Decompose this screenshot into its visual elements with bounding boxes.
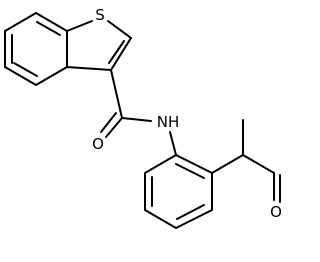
bond (242, 154, 275, 174)
bond (4, 66, 37, 86)
sulfur-atom-label: S (95, 6, 105, 24)
double-bond-second-line (100, 112, 117, 133)
bond (175, 154, 213, 174)
carboxamide-group (100, 69, 152, 138)
chemical-structure-drawing: S O NH O (4, 6, 282, 229)
bond (121, 117, 152, 122)
bond (66, 20, 93, 32)
double-bond-inner (108, 40, 125, 64)
benzothiophene-benzene-ring (4, 12, 68, 86)
bond (211, 154, 244, 174)
double-bond-inner (175, 163, 205, 179)
amide-nitrogen-label: NH (157, 113, 180, 131)
bond (105, 117, 123, 138)
bond (175, 209, 213, 229)
benzothiophene-thiophene-ring (66, 20, 132, 71)
bond (144, 154, 177, 174)
bond (66, 66, 112, 71)
double-bond-inner (176, 204, 205, 220)
bond (35, 12, 68, 32)
bond (107, 20, 132, 39)
bond (35, 66, 68, 86)
bond (144, 209, 177, 229)
amide-oxygen-label: O (92, 135, 104, 153)
double-bond-inner (36, 21, 61, 36)
double-bond-inner (13, 62, 38, 77)
bond (110, 69, 123, 119)
bond (110, 37, 132, 71)
bond (4, 12, 37, 32)
bond (169, 131, 177, 156)
acetyl-group (211, 119, 281, 203)
phenyl-ring (144, 131, 213, 229)
ketone-oxygen-label: O (270, 203, 282, 221)
